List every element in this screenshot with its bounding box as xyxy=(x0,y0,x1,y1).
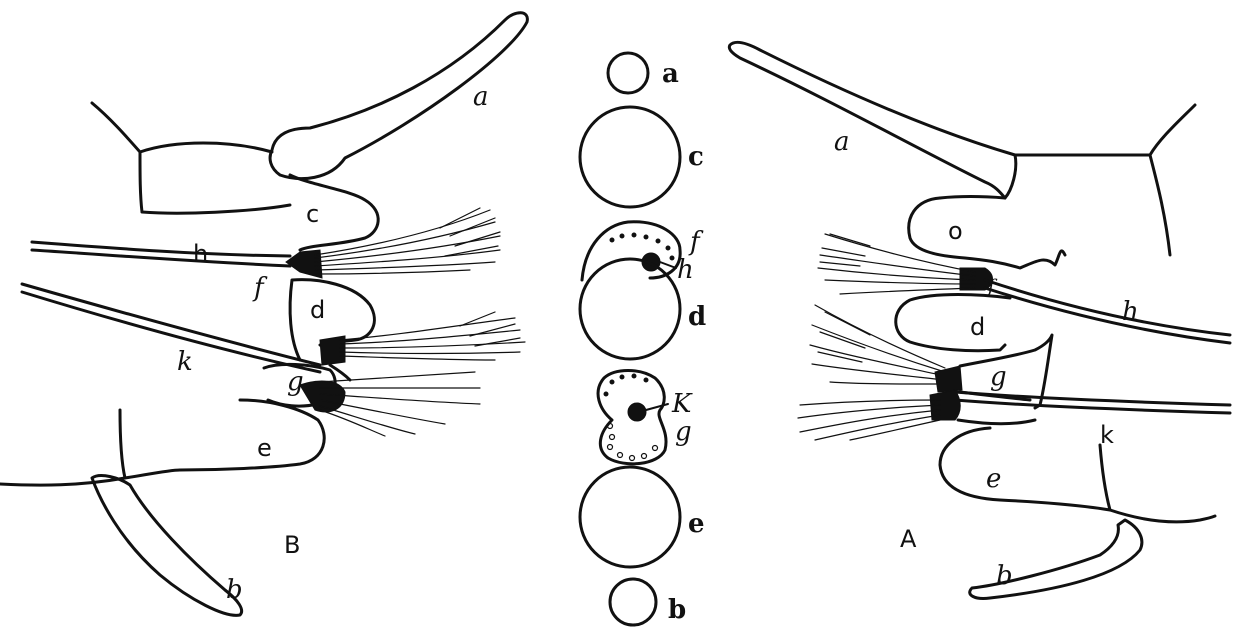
panel-a-lobe-d xyxy=(896,295,1010,351)
label-a-g: g xyxy=(990,362,1007,392)
label-b-c: c xyxy=(306,200,319,228)
panel-b-spine-b xyxy=(92,476,242,616)
panel-a-lobe-o xyxy=(909,198,1065,268)
panel-a-spine-a xyxy=(729,42,1015,198)
mid-label-f: f xyxy=(688,227,704,257)
section-f-dots xyxy=(610,233,674,260)
mid-label-c: c xyxy=(688,142,704,172)
mid-label-e: e xyxy=(688,509,705,539)
label-a-a: a xyxy=(834,127,850,157)
section-h-leader xyxy=(660,262,676,268)
label-a-d: d xyxy=(970,313,985,341)
section-k-leader xyxy=(646,404,668,410)
label-b-d: d xyxy=(310,296,325,324)
panel-b-bristles-lower xyxy=(320,372,480,436)
section-k-dot xyxy=(628,403,646,421)
mid-label-a: a xyxy=(662,59,679,89)
panel-a-rod-h xyxy=(985,280,1230,343)
panel-b-body-outline xyxy=(92,103,290,213)
mid-label-d: d xyxy=(688,302,706,332)
section-d-circle xyxy=(580,259,680,359)
cross-sections xyxy=(580,53,680,625)
mid-label-b: b xyxy=(668,595,686,625)
panel-a-lobe-e xyxy=(940,420,1110,510)
label-a-f: f xyxy=(986,276,998,297)
section-a-circle xyxy=(608,53,648,93)
section-c-circle xyxy=(580,107,680,207)
panel-a-rod-k xyxy=(955,392,1230,413)
panel-b-rod-h xyxy=(32,242,290,266)
mid-label-g: g xyxy=(675,417,692,447)
panel-b-lobe-e xyxy=(120,400,324,478)
label-a-e: e xyxy=(986,464,1001,494)
panel-b-rod-k xyxy=(22,284,320,372)
label-b-b: b xyxy=(226,575,243,605)
label-b-e: e xyxy=(257,434,272,462)
mid-label-k: K xyxy=(671,389,693,419)
mid-label-h: h xyxy=(677,255,694,285)
label-b-k: k xyxy=(177,347,193,377)
label-a-k: k xyxy=(1100,421,1114,449)
label-b-g: g xyxy=(287,367,304,397)
panel-a-title: A xyxy=(900,525,917,553)
panel-b xyxy=(0,13,527,616)
panel-b-lobe-c xyxy=(290,175,378,250)
panel-b-title: B xyxy=(284,531,300,559)
panel-a-bristles-lower xyxy=(798,400,940,440)
label-a-h: h xyxy=(1122,297,1139,327)
panel-b-spine-a xyxy=(270,13,527,179)
label-b-f: f xyxy=(252,273,268,303)
label-a-b: b xyxy=(996,561,1013,591)
section-b-circle xyxy=(610,579,656,625)
section-e-circle xyxy=(580,467,680,567)
panel-b-body-bottom xyxy=(0,470,180,485)
label-b-a: a xyxy=(473,82,489,112)
label-a-o: o xyxy=(948,217,963,245)
label-b-h: h xyxy=(193,240,208,268)
